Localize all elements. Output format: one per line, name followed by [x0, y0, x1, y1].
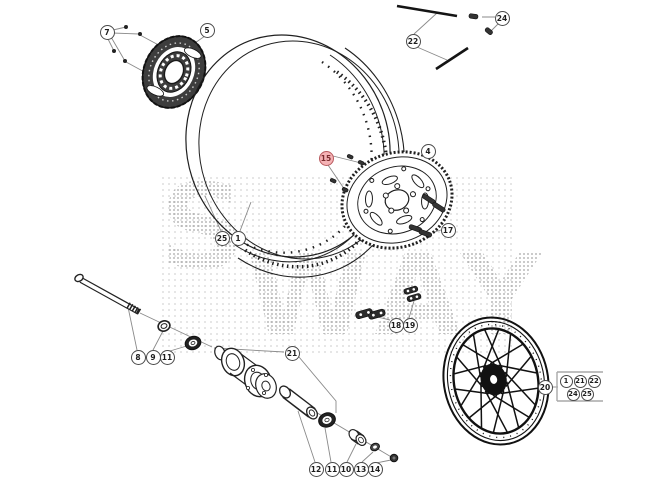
callout-11[interactable]: 11 [159, 349, 175, 365]
wheel-assembly-drawing [432, 308, 560, 455]
spacer-9-drawing [157, 319, 172, 333]
bearing-11-bottom-drawing [317, 411, 338, 430]
callout-5[interactable]: 5 [199, 22, 215, 38]
callout-21[interactable]: 21 [284, 345, 300, 361]
callout-13[interactable]: 13 [353, 461, 369, 477]
chain-links-drawing [355, 285, 422, 323]
bearing-11-left-drawing [183, 334, 202, 352]
sprocket-bolts [330, 154, 446, 238]
callout-18[interactable]: 18 [388, 317, 404, 333]
callout-25-legend[interactable]: 25 [580, 387, 594, 401]
callout-22[interactable]: 22 [405, 33, 421, 49]
wheel-spokes [445, 322, 547, 441]
callout-24[interactable]: 24 [494, 10, 510, 26]
callout-24-legend[interactable]: 24 [566, 387, 580, 401]
callout-14[interactable]: 14 [367, 461, 383, 477]
hub-drawing [213, 345, 280, 401]
callout-12[interactable]: 12 [308, 461, 324, 477]
spacer-10-drawing [347, 428, 368, 448]
callout-20[interactable]: 20 [537, 379, 553, 395]
nipples-drawing [469, 13, 494, 35]
callout-11[interactable]: 11 [324, 461, 340, 477]
nut-14-drawing [390, 454, 398, 462]
callout-8[interactable]: 8 [130, 349, 146, 365]
callout-21-legend[interactable]: 21 [573, 374, 587, 388]
callout-22-legend[interactable]: 22 [587, 374, 601, 388]
sprocket-drawing [328, 137, 465, 264]
legend-bracket [557, 372, 603, 401]
axle-drawing [74, 273, 140, 312]
brake-disc-drawing [131, 26, 217, 118]
callout-17[interactable]: 17 [440, 222, 456, 238]
washer-13-drawing [369, 442, 380, 452]
callout-4[interactable]: 4 [420, 143, 436, 159]
callout-25[interactable]: 25 [214, 230, 230, 246]
spokes-drawing [397, 6, 468, 69]
callout-15[interactable]: 15 [318, 150, 334, 166]
disc-bolts [112, 25, 142, 63]
callout-7[interactable]: 7 [99, 24, 115, 40]
callout-1-legend[interactable]: 1 [559, 374, 573, 388]
callout-1[interactable]: 1 [230, 230, 246, 246]
callout-19[interactable]: 19 [402, 317, 418, 333]
spacer-tube-12-drawing [277, 384, 319, 421]
callout-10[interactable]: 10 [338, 461, 354, 477]
callout-9[interactable]: 9 [145, 349, 161, 365]
